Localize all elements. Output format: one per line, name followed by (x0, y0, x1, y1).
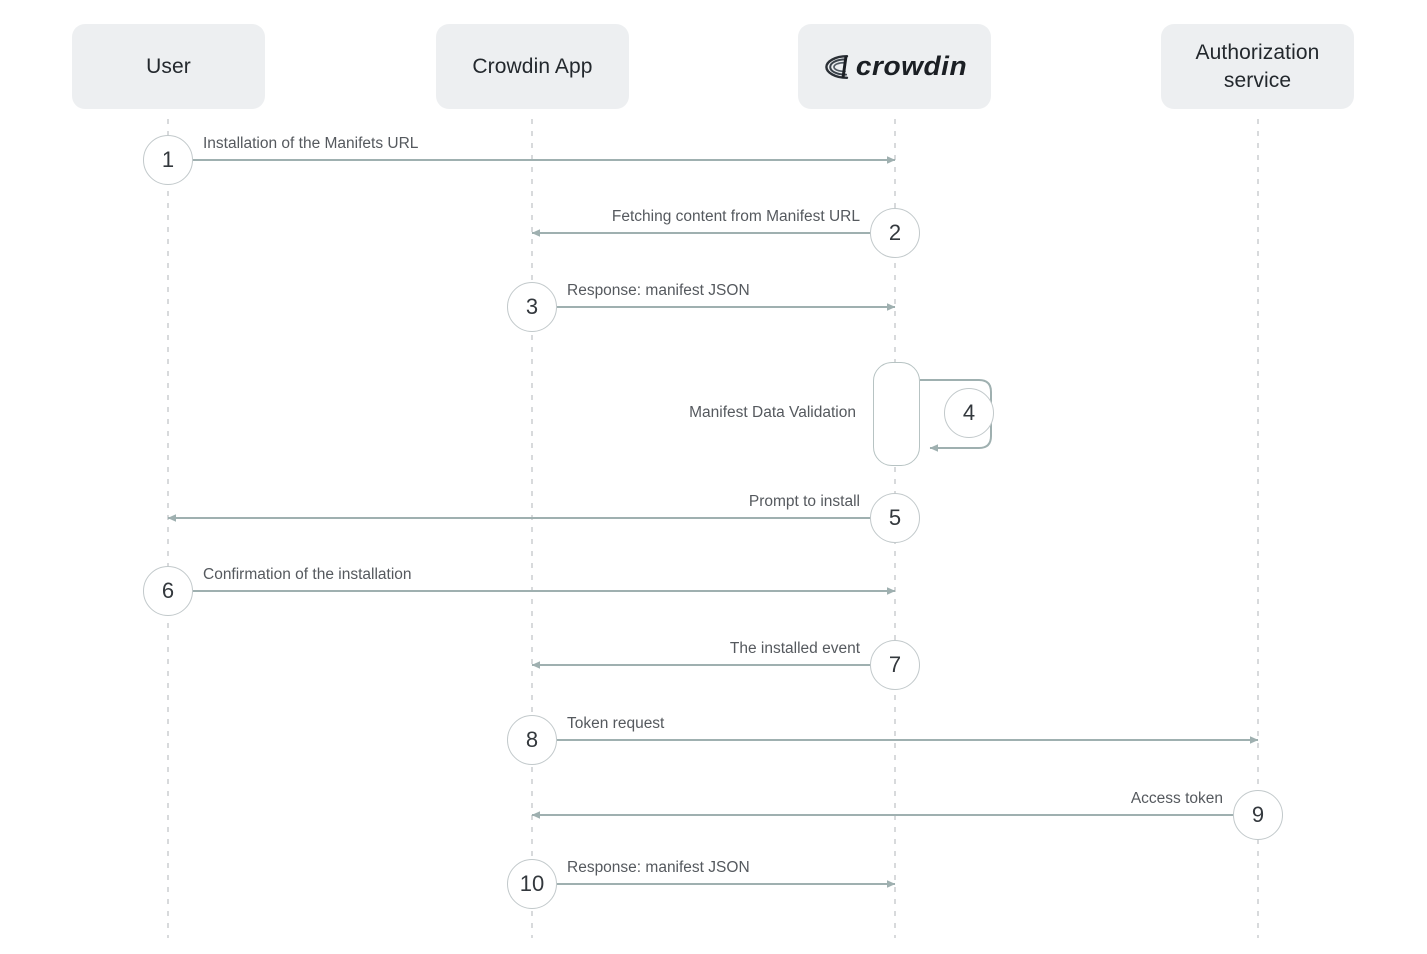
participant-box-user: User (72, 24, 265, 109)
message-label-9: Access token (1130, 790, 1223, 807)
message-number-bubble-3: 3 (507, 282, 557, 332)
participant-label-line: Authorization (1195, 40, 1320, 64)
crowdin-swoosh-icon (825, 54, 849, 79)
message-number-bubble-8: 8 (507, 715, 557, 765)
message-label-1: Installation of the Manifets URL (203, 135, 419, 152)
message-number-bubble-2: 2 (870, 208, 920, 258)
message-label-6: Confirmation of the installation (203, 566, 412, 583)
participant-box-crowdin: crowdin (798, 24, 991, 109)
crowdin-wordmark-text: crowdin (856, 51, 968, 81)
message-number-bubble-9: 9 (1233, 790, 1283, 840)
lifelines-group (167, 119, 1259, 938)
participant-label-auth: Authorization service (1188, 39, 1328, 94)
participant-label-line: Crowdin App (472, 54, 593, 78)
participant-label-line: User (146, 54, 191, 78)
message-number-bubble-6: 6 (143, 566, 193, 616)
participant-label-line: service (1223, 68, 1292, 92)
message-number-bubble-7: 7 (870, 640, 920, 690)
message-label-5: Prompt to install (748, 493, 860, 510)
message-label-8: Token request (567, 715, 665, 732)
activation-box-manifest-validation (873, 362, 920, 466)
message-label-3: Response: manifest JSON (567, 282, 750, 299)
participant-label-app: Crowdin App (464, 53, 600, 81)
message-label-4: Manifest Data Validation (689, 404, 856, 421)
message-number-bubble-10: 10 (507, 859, 557, 909)
message-number-bubble-4: 4 (944, 388, 994, 438)
participant-box-auth: Authorization service (1161, 24, 1354, 109)
message-number-bubble-1: 1 (143, 135, 193, 185)
message-label-7: The installed event (729, 640, 860, 657)
message-label-2: Fetching content from Manifest URL (611, 208, 860, 225)
participant-box-app: Crowdin App (436, 24, 629, 109)
participant-label-user: User (138, 53, 199, 81)
message-arrows-group (167, 156, 1259, 888)
message-label-10: Response: manifest JSON (567, 859, 750, 876)
crowdin-logo: crowdin (823, 51, 968, 82)
message-number-bubble-5: 5 (870, 493, 920, 543)
